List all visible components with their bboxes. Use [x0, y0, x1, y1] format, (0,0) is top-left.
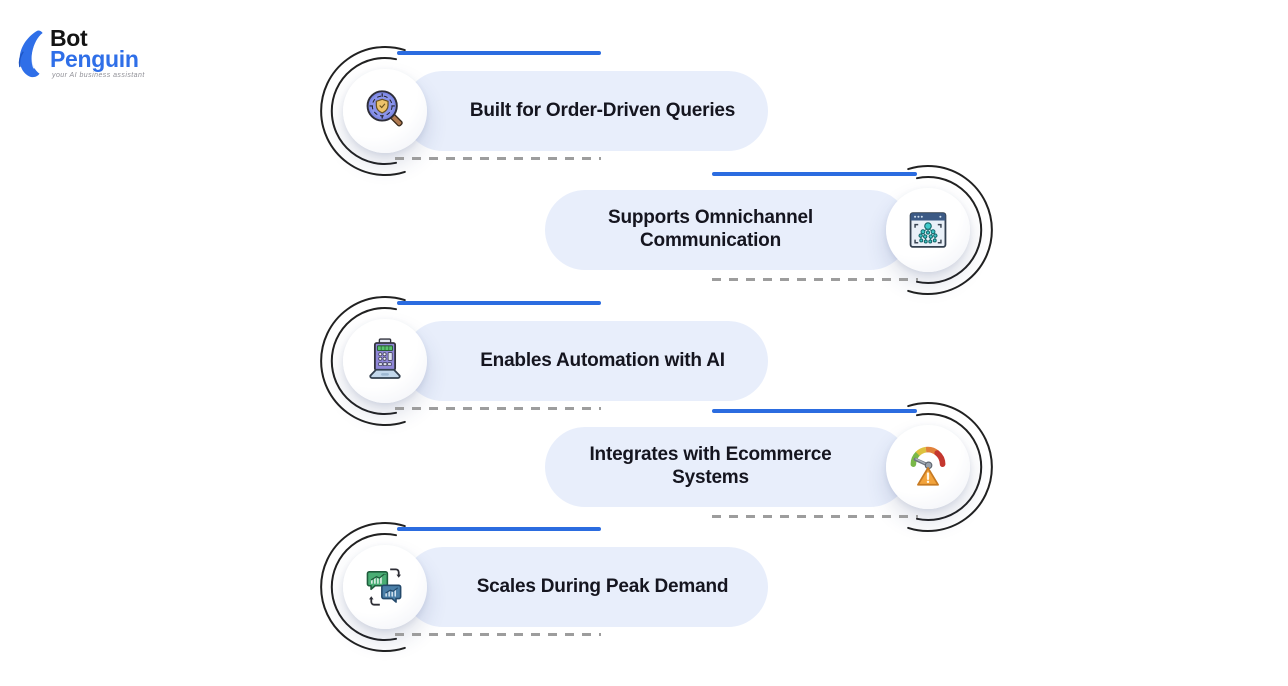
feature-pill: Built for Order-Driven Queries	[403, 71, 768, 151]
icon-badge	[886, 188, 970, 272]
accent-line	[712, 172, 917, 176]
shield-magnifier-icon	[366, 90, 403, 127]
automation-laptop-icon	[369, 338, 401, 379]
botpenguin-logo: Bot Penguin your AI business assistant	[14, 22, 184, 92]
feature-pill: Integrates with Ecommerce Systems	[545, 427, 910, 507]
accent-line	[712, 409, 917, 413]
dashed-line	[395, 633, 601, 636]
feature-pill: Supports Omnichannel Communication	[545, 190, 910, 270]
feature-label: Scales During Peak Demand	[476, 575, 729, 597]
feature-label: Supports Omnichannel Communication	[607, 207, 814, 251]
feature-row-2: Supports Omnichannel Communication	[0, 155, 1288, 305]
logo-text-bot: Bot	[50, 25, 88, 51]
arc-decoration	[320, 522, 406, 652]
gauge-warning-icon	[910, 446, 946, 486]
dashed-line	[395, 407, 601, 410]
dashed-line	[712, 278, 918, 281]
feature-row-5: Scales During Peak Demand	[0, 512, 1288, 662]
feature-label: Enables Automation with AI	[480, 349, 725, 371]
icon-badge	[343, 319, 427, 403]
feature-row-1: Built for Order-Driven Queries	[0, 36, 1288, 186]
icon-badge	[886, 425, 970, 509]
icon-badge	[343, 69, 427, 153]
arc-decoration	[907, 402, 993, 532]
accent-line	[397, 301, 601, 305]
penguin-icon	[18, 30, 43, 78]
feature-label: Integrates with Ecommerce Systems	[589, 444, 832, 488]
feature-pill: Scales During Peak Demand	[403, 547, 768, 627]
logo-text-penguin: Penguin	[50, 46, 139, 72]
feature-label: Built for Order-Driven Queries	[469, 99, 736, 121]
logo-tagline: your AI business assistant	[52, 72, 145, 79]
chat-sync-icon	[366, 568, 402, 606]
feature-row-3: Enables Automation with AI	[0, 286, 1288, 436]
dashed-line	[712, 515, 918, 518]
feature-row-4: Integrates with Ecommerce Systems	[0, 392, 1288, 542]
icon-badge	[343, 545, 427, 629]
feature-pill: Enables Automation with AI	[403, 321, 768, 401]
arc-decoration	[907, 165, 993, 295]
accent-line	[397, 527, 601, 531]
arc-decoration	[320, 46, 406, 176]
arc-decoration	[320, 296, 406, 426]
omnichannel-window-icon	[909, 212, 947, 248]
accent-line	[397, 51, 601, 55]
dashed-line	[395, 157, 601, 160]
